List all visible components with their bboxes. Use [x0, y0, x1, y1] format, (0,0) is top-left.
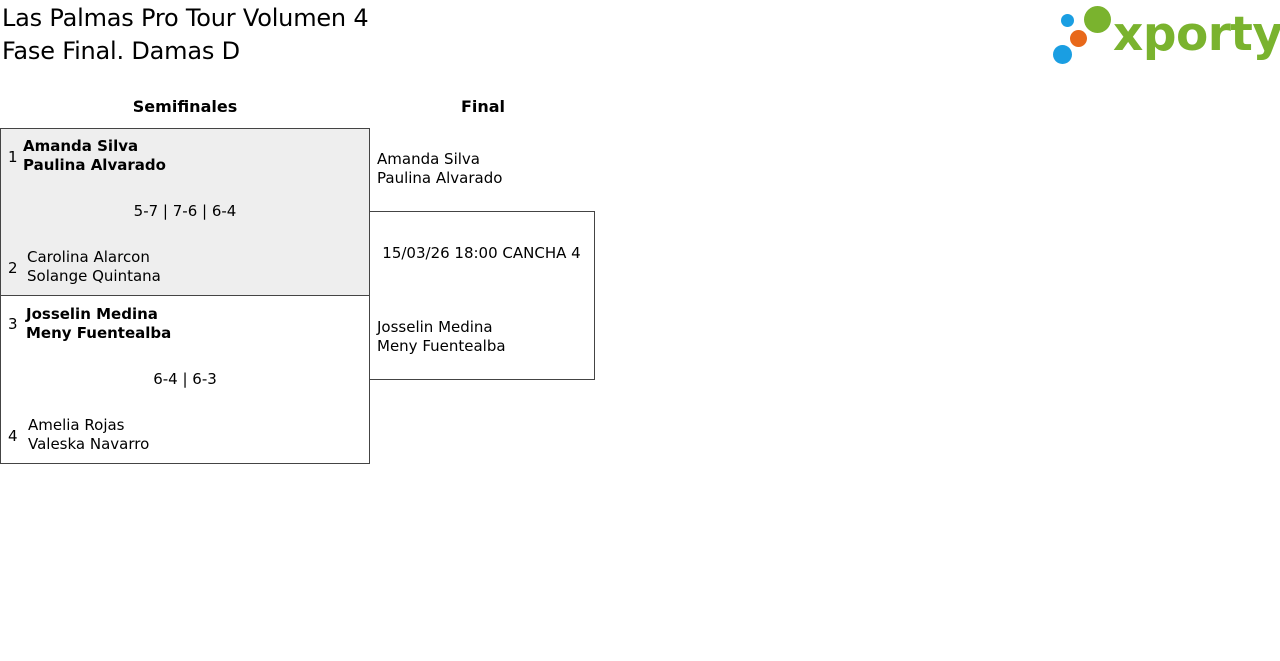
player-name: Amelia Rojas: [28, 416, 125, 434]
logo-blue-dot-small: [1061, 14, 1074, 27]
xporty-logo[interactable]: xporty: [1050, 4, 1280, 66]
round-title-final: Final: [460, 97, 506, 116]
page-title: Las Palmas Pro Tour Volumen 4: [2, 4, 369, 32]
player-name: Amanda Silva: [23, 137, 139, 155]
player-name: Carolina Alarcon: [27, 248, 150, 266]
player-name: Valeska Navarro: [28, 435, 150, 453]
player-name: Paulina Alvarado: [23, 156, 166, 174]
logo-green-dot: [1084, 6, 1111, 33]
final-match[interactable]: 15/03/26 18:00 CANCHA 4: [369, 211, 595, 380]
match-score: 5-7 | 7-6 | 6-4: [133, 202, 237, 220]
round-title-semifinals: Semifinales: [132, 97, 238, 116]
final-player-name: Meny Fuentealba: [377, 337, 506, 355]
final-player-name: Paulina Alvarado: [377, 169, 503, 187]
logo-orange-dot: [1070, 30, 1087, 47]
final-player-name: Josselin Medina: [377, 318, 493, 336]
match-schedule: 15/03/26 18:00 CANCHA 4: [382, 244, 581, 262]
player-name: Solange Quintana: [27, 267, 161, 285]
logo-blue-dot-large: [1053, 45, 1072, 64]
match-score: 6-4 | 6-3: [153, 370, 217, 388]
semifinal-match-1[interactable]: 1 Amanda Silva Paulina Alvarado 5-7 | 7-…: [0, 128, 370, 296]
player-name: Meny Fuentealba: [26, 324, 172, 342]
seed-number: 3: [8, 315, 18, 333]
semifinal-match-2[interactable]: 3 Josselin Medina Meny Fuentealba 6-4 | …: [0, 295, 370, 464]
player-name: Josselin Medina: [26, 305, 158, 323]
seed-number: 1: [8, 148, 18, 166]
final-player-name: Amanda Silva: [377, 150, 480, 168]
seed-number: 2: [8, 259, 18, 277]
page-subtitle: Fase Final. Damas D: [2, 37, 240, 65]
seed-number: 4: [8, 427, 18, 445]
logo-wordmark: xporty: [1113, 7, 1280, 62]
